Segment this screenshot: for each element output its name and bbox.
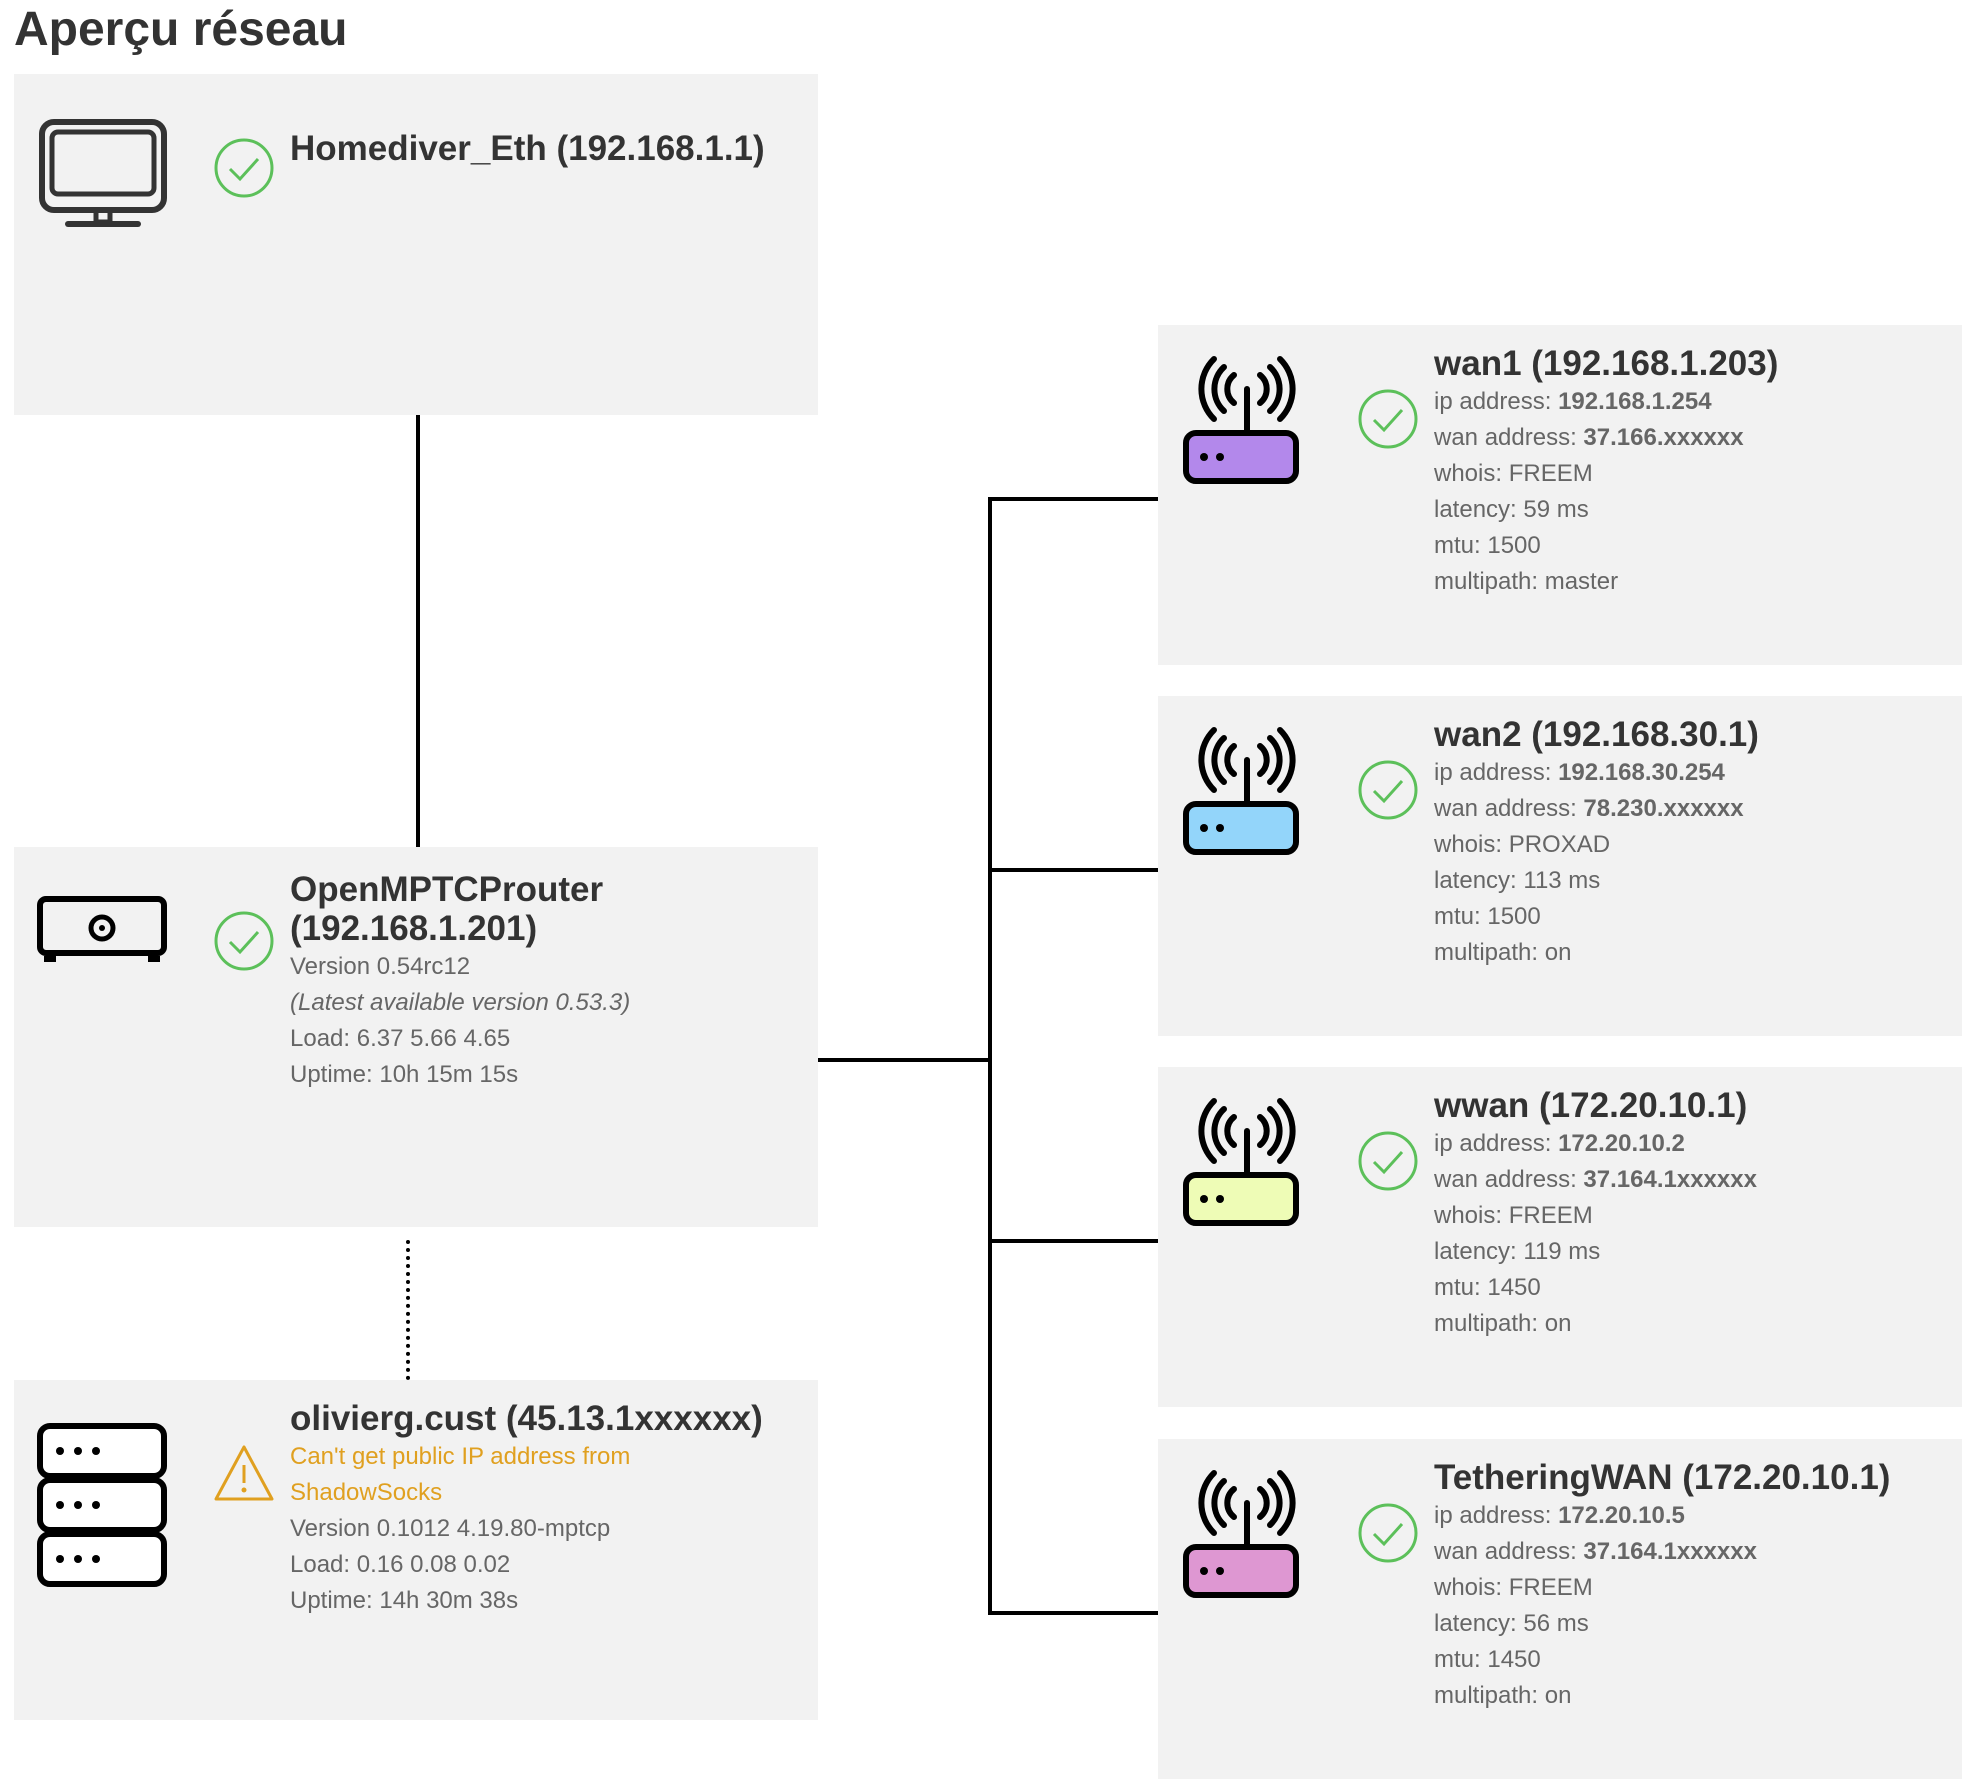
wan2-card[interactable]: wan2 (192.168.30.1) ip address: 192.168.…: [1158, 696, 1962, 1036]
router-uptime: Uptime: 10h 15m 15s: [290, 1061, 519, 1088]
wan-latency: latency: 59 ms: [1434, 496, 1589, 523]
wan-public-address: wan address: 37.164.1xxxxxx: [1434, 1534, 1890, 1570]
router-trunk-connector: [818, 1058, 990, 1062]
check-circle-icon: [1358, 1131, 1418, 1191]
server-version: Version 0.1012 4.19.80-mptcp: [290, 1515, 611, 1542]
check-circle-icon: [1358, 1503, 1418, 1563]
wan-ip-label: ip address:: [1434, 1130, 1559, 1157]
wan-ip-label: ip address:: [1434, 759, 1559, 786]
wan-latency: latency: 113 ms: [1434, 867, 1601, 894]
check-circle-icon: [1358, 389, 1418, 449]
wan-address-value: 37.164.1xxxxxx: [1583, 1166, 1757, 1193]
wifi-router-icon: [1183, 1470, 1299, 1598]
router-box-icon: [37, 896, 167, 962]
tethering-card[interactable]: TetheringWAN (172.20.10.1) ip address: 1…: [1158, 1439, 1962, 1779]
server-warning-line1: Can't get public IP address from: [290, 1443, 631, 1470]
page-title: Aperçu réseau: [14, 3, 348, 56]
wan-title: wwan (172.20.10.1): [1434, 1086, 1748, 1125]
wan-public-address: wan address: 37.164.1xxxxxx: [1434, 1162, 1757, 1198]
wan-multipath: multipath: on: [1434, 939, 1572, 966]
wan-ip-value: 172.20.10.2: [1558, 1130, 1685, 1157]
wan-title: wan2 (192.168.30.1): [1434, 715, 1759, 754]
server-stack-icon: [37, 1423, 167, 1587]
wwan-card[interactable]: wwan (172.20.10.1) ip address: 172.20.10…: [1158, 1067, 1962, 1407]
server-uptime: Uptime: 14h 30m 38s: [290, 1587, 519, 1614]
wan-address-label: wan address:: [1434, 1538, 1584, 1565]
wan-ip-address: ip address: 172.20.10.2: [1434, 1126, 1757, 1162]
wan-mtu: mtu: 1500: [1434, 903, 1541, 930]
wan-title: TetheringWAN (172.20.10.1): [1434, 1458, 1891, 1497]
wan-whois: whois: FREEM: [1434, 1202, 1593, 1229]
server-load: Load: 0.16 0.08 0.02: [290, 1551, 511, 1578]
wifi-router-icon: [1183, 727, 1299, 855]
wan-address-label: wan address:: [1434, 424, 1584, 451]
wifi-router-icon: [1183, 1098, 1299, 1226]
router-title-ip: (192.168.1.201): [290, 909, 538, 948]
wan-ip-label: ip address:: [1434, 388, 1559, 415]
wan-ip-address: ip address: 172.20.10.5: [1434, 1498, 1890, 1534]
wan-ip-value: 192.168.1.254: [1558, 388, 1712, 415]
wan-public-address: wan address: 37.166.xxxxxx: [1434, 420, 1778, 456]
wan-address-label: wan address:: [1434, 795, 1584, 822]
check-circle-icon: [1358, 760, 1418, 820]
server-card[interactable]: olivierg.cust (45.13.1xxxxxx) Can't get …: [14, 1380, 818, 1720]
wan-address-value: 37.166.xxxxxx: [1583, 424, 1744, 451]
wan-mtu: mtu: 1450: [1434, 1646, 1541, 1673]
wan-address-value: 37.164.1xxxxxx: [1583, 1538, 1757, 1565]
wan-mtu: mtu: 1500: [1434, 532, 1541, 559]
wan-multipath: multipath: on: [1434, 1310, 1572, 1337]
tethering-branch-connector: [988, 1611, 1158, 1615]
wan-address-label: wan address:: [1434, 1166, 1584, 1193]
wan1-branch-connector: [988, 497, 1158, 501]
wan1-card[interactable]: wan1 (192.168.1.203) ip address: 192.168…: [1158, 325, 1962, 665]
wifi-router-icon: [1183, 356, 1299, 484]
lan-router-connector: [416, 415, 420, 847]
wan-ip-value: 172.20.10.5: [1558, 1502, 1685, 1529]
router-title-name: OpenMPTCProuter: [290, 870, 604, 909]
wan-ip-address: ip address: 192.168.1.254: [1434, 384, 1778, 420]
wan-whois: whois: FREEM: [1434, 460, 1593, 487]
wwan-branch-connector: [988, 1239, 1158, 1243]
wan2-branch-connector: [988, 868, 1158, 872]
wan-multipath: multipath: master: [1434, 568, 1619, 595]
wan-ip-value: 192.168.30.254: [1558, 759, 1725, 786]
lan-card[interactable]: Homediver_Eth (192.168.1.1): [14, 74, 818, 415]
wan-ip-label: ip address:: [1434, 1502, 1559, 1529]
wan-mtu: mtu: 1450: [1434, 1274, 1541, 1301]
router-card[interactable]: OpenMPTCProuter (192.168.1.201) Version …: [14, 847, 818, 1227]
warning-triangle-icon: [214, 1445, 274, 1501]
wan-latency: latency: 119 ms: [1434, 1238, 1601, 1265]
wan-ip-address: ip address: 192.168.30.254: [1434, 755, 1759, 791]
wan-title: wan1 (192.168.1.203): [1434, 344, 1779, 383]
server-warning-line2: ShadowSocks: [290, 1479, 443, 1506]
router-load: Load: 6.37 5.66 4.65: [290, 1025, 511, 1052]
router-server-connector: [406, 1240, 410, 1380]
router-latest-version: (Latest available version 0.53.3): [290, 989, 631, 1016]
server-title: olivierg.cust (45.13.1xxxxxx): [290, 1399, 763, 1438]
wan-whois: whois: PROXAD: [1434, 831, 1611, 858]
lan-title: Homediver_Eth (192.168.1.1): [290, 129, 765, 168]
check-circle-icon: [214, 911, 274, 971]
wan-public-address: wan address: 78.230.xxxxxx: [1434, 791, 1759, 827]
wan-whois: whois: FREEM: [1434, 1574, 1593, 1601]
check-circle-icon: [214, 138, 274, 198]
monitor-icon: [39, 119, 167, 227]
wan-latency: latency: 56 ms: [1434, 1610, 1589, 1637]
wan-address-value: 78.230.xxxxxx: [1583, 795, 1744, 822]
router-version: Version 0.54rc12: [290, 953, 471, 980]
wan-multipath: multipath: on: [1434, 1682, 1572, 1709]
wan-bus-connector: [988, 497, 992, 1615]
